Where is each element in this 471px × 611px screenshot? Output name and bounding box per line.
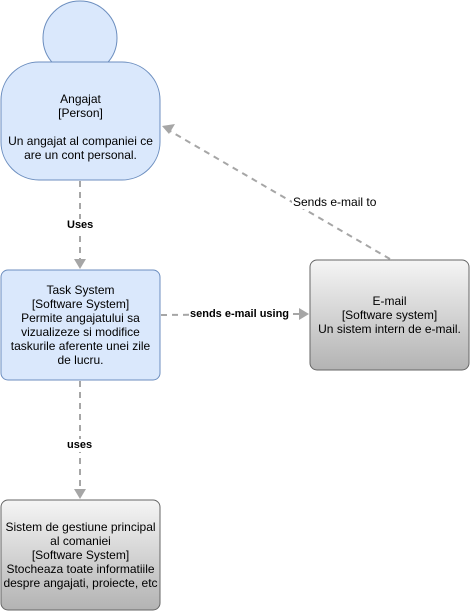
arrowhead-task-to-management: [74, 489, 86, 499]
edge-label-uses-task-management: uses: [66, 439, 94, 452]
task-system-description-line3: taskurile aferente unei zile: [10, 339, 151, 353]
task-system-description-line1: Permite angajatului sa: [21, 311, 140, 325]
person-type: [Person]: [58, 106, 103, 120]
task-system-text: Task System [Software System] Permite an…: [2, 271, 159, 379]
email-system-name: E-mail: [372, 294, 407, 308]
person-description-line1: Un angajat al companiei ce: [8, 134, 153, 148]
management-system-type: [Software System]: [31, 548, 130, 562]
email-system-text: E-mail [Software system] Un sistem inter…: [311, 261, 468, 369]
person-description-line2: are un cont personal.: [24, 148, 137, 162]
email-system-box[interactable]: [309, 259, 470, 371]
person-name: Angajat: [60, 92, 101, 106]
edge-email-to-person[interactable]: [169, 130, 391, 260]
management-system-text: Sistem de gestiune principal al comaniei…: [2, 501, 159, 609]
task-system-type: [Software System]: [31, 297, 130, 311]
management-system-name-line1: Sistem de gestiune principal: [5, 520, 156, 534]
arrowhead-person-to-task: [74, 259, 86, 269]
arrowhead-email-to-person: [162, 124, 175, 134]
management-system-name-line2: al comaniei: [50, 534, 111, 548]
person-text: Angajat [Person] Un angajat al companiei…: [2, 88, 159, 166]
person-shape[interactable]: [0, 0, 161, 181]
edge-label-sends-email-to: Sends e-mail to: [292, 195, 378, 209]
person-body: [0, 61, 161, 181]
arrowhead-task-to-email: [299, 308, 309, 320]
email-system-description-line1: Un sistem intern de e-mail.: [318, 322, 461, 336]
management-system-description-line2: despre angajati, proiecte, etc: [3, 576, 158, 590]
task-system-description-line4: de lucru.: [57, 353, 104, 367]
task-system-box[interactable]: [0, 269, 161, 381]
management-system-box[interactable]: [0, 499, 161, 611]
management-system-description-line1: Stocheaza toate informatiile: [6, 562, 155, 576]
task-system-description-line2: vizualizeze si modifice: [21, 325, 140, 339]
edge-label-uses-person-task: Uses: [66, 219, 95, 232]
task-system-name: Task System: [46, 283, 115, 297]
edge-label-sends-email-using: sends e-mail using: [189, 308, 291, 321]
email-system-type: [Software system]: [341, 308, 438, 322]
